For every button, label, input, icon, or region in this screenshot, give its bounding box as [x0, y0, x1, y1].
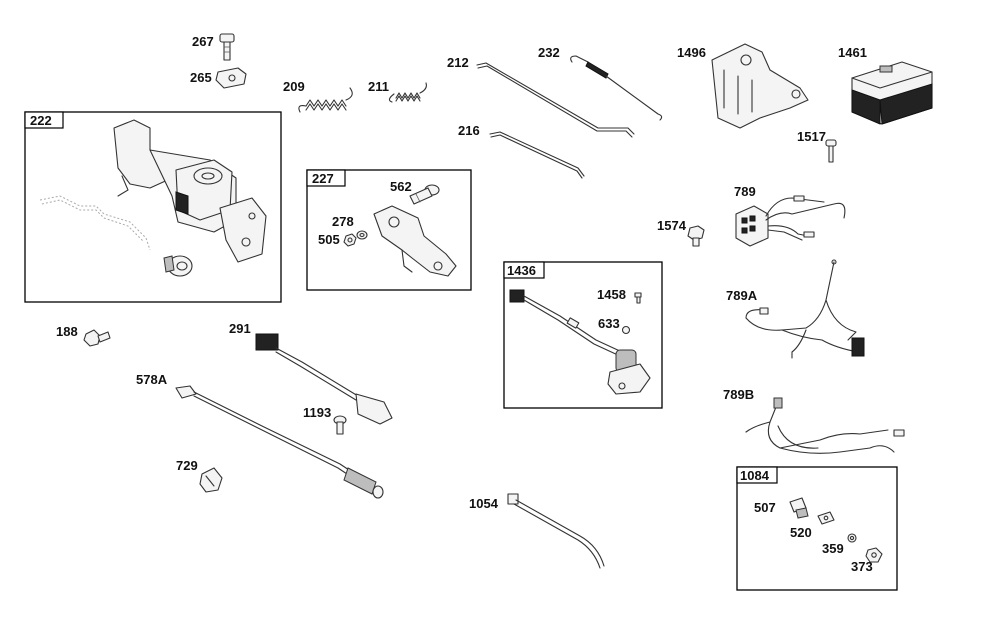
part-633-washer[interactable] [621, 325, 631, 335]
group-label-1436: 1436 [507, 263, 536, 278]
part-291-sensor[interactable] [255, 333, 393, 425]
label-188: 188 [56, 324, 78, 339]
part-505-nut[interactable] [343, 233, 357, 247]
label-1193: 1193 [303, 405, 331, 420]
part-359-washer[interactable] [847, 533, 857, 543]
group-label-1084: 1084 [740, 468, 770, 483]
label-359: 359 [822, 541, 844, 556]
part-1458-screw[interactable] [634, 292, 642, 304]
part-232-spring-rod[interactable] [570, 55, 663, 121]
part-278-washer[interactable] [356, 230, 368, 240]
part-227-lever[interactable] [373, 205, 457, 277]
label-789A: 789A [726, 288, 758, 303]
part-265-clip[interactable] [215, 67, 247, 89]
label-265: 265 [190, 70, 212, 85]
part-789-harness[interactable] [735, 195, 846, 247]
part-1054-cable-tie[interactable] [507, 493, 605, 569]
label-789: 789 [734, 184, 756, 199]
part-267-bolt[interactable] [219, 33, 235, 61]
part-209-spring[interactable] [298, 87, 353, 113]
part-1461-module[interactable] [851, 61, 933, 125]
label-278: 278 [332, 214, 354, 229]
part-520-terminal[interactable] [817, 511, 835, 525]
part-1436-sensor-harness[interactable] [509, 289, 651, 395]
label-1458: 1458 [597, 287, 626, 302]
label-729: 729 [176, 458, 198, 473]
label-507: 507 [754, 500, 776, 515]
part-1193-screw[interactable] [333, 415, 347, 435]
part-212-rod[interactable] [476, 62, 635, 138]
label-267: 267 [192, 34, 214, 49]
part-507-switch[interactable] [789, 497, 809, 519]
part-222-knob[interactable] [163, 255, 193, 277]
group-box-1084: 1084 [736, 466, 898, 591]
label-373: 373 [851, 559, 873, 574]
part-211-spring[interactable] [388, 82, 427, 103]
label-209: 209 [283, 79, 305, 94]
label-520: 520 [790, 525, 812, 540]
group-label-222: 222 [30, 113, 52, 128]
part-1517-screw[interactable] [825, 139, 837, 163]
part-578A-wire[interactable] [175, 385, 384, 499]
part-1496-bracket[interactable] [711, 43, 809, 129]
label-1496: 1496 [677, 45, 706, 60]
label-212: 212 [447, 55, 469, 70]
part-789A-harness[interactable] [745, 259, 865, 359]
label-211: 211 [368, 79, 389, 94]
label-232: 232 [538, 45, 560, 60]
label-789B: 789B [723, 387, 754, 402]
part-789B-harness[interactable] [745, 397, 905, 454]
part-216-rod[interactable] [489, 131, 585, 179]
part-222-governor-assembly[interactable] [113, 119, 267, 263]
label-1461: 1461 [838, 45, 867, 60]
label-562: 562 [390, 179, 412, 194]
label-1054: 1054 [469, 496, 499, 511]
label-633: 633 [598, 316, 620, 331]
part-562-bolt[interactable] [409, 184, 440, 205]
group-label-227: 227 [312, 171, 334, 186]
part-188-bolt[interactable] [83, 329, 111, 347]
label-578A: 578A [136, 372, 168, 387]
label-1574: 1574 [657, 218, 687, 233]
part-729-clip[interactable] [199, 467, 223, 493]
label-216: 216 [458, 123, 480, 138]
label-505: 505 [318, 232, 340, 247]
label-291: 291 [229, 321, 251, 336]
part-222-ghost-linkage [39, 195, 151, 251]
part-1574-bolt[interactable] [687, 225, 705, 247]
part-373-nut[interactable] [865, 547, 883, 563]
label-1517: 1517 [797, 129, 826, 144]
